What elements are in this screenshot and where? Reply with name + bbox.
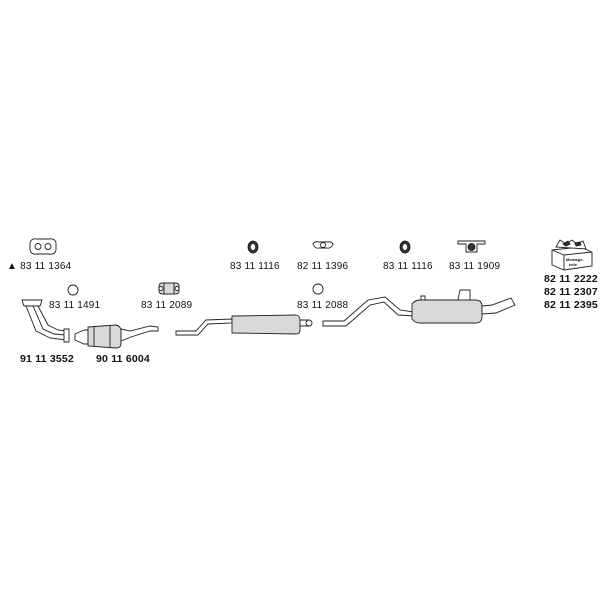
flange-gasket-icon: [312, 241, 334, 249]
rubber-ring-3-label: 83 11 1116: [383, 261, 433, 272]
kit-3-label: 82 11 2395: [544, 299, 598, 311]
kit-2-label: 82 11 2307: [544, 286, 598, 298]
rubber-ring-2-icon: [399, 240, 411, 254]
kit-box-text-2: teile: [569, 262, 578, 267]
kit-1-label: 82 11 2222: [544, 273, 598, 285]
catalytic-converter-label: 90 11 6004: [96, 353, 150, 365]
catalytic-converter-icon: [74, 324, 159, 349]
intermediate-pipe-icon: [175, 314, 313, 336]
gasket-front-label: ▲ 83 11 1364: [7, 261, 72, 272]
front-gasket-icon: [29, 238, 57, 255]
sealing-ring-icon: [67, 284, 79, 296]
rubber-ring-1-label: 83 11 1116: [230, 261, 280, 272]
flange-gasket-label: 82 11 1396: [297, 261, 349, 272]
rubber-ring-icon: [247, 240, 259, 254]
clamp-1-label: 83 11 2089: [141, 300, 193, 311]
rubber-ring-2-label: 83 11 2088: [297, 300, 349, 311]
hanger-icon: [457, 240, 486, 253]
sealing-ring-2-icon: [312, 283, 324, 295]
rear-silencer-icon: [322, 289, 516, 327]
hanger-label: 83 11 1909: [449, 261, 501, 272]
front-pipe-label: 91 11 3552: [20, 353, 74, 365]
front-pipe-ring-label: 83 11 1491: [49, 300, 101, 311]
pipe-clamp-icon: [158, 282, 180, 295]
front-pipe-icon: [21, 299, 70, 343]
kit-box-text-1: Montage-: [566, 257, 584, 262]
mounting-kit-box-icon: Montage- teile: [551, 239, 593, 271]
